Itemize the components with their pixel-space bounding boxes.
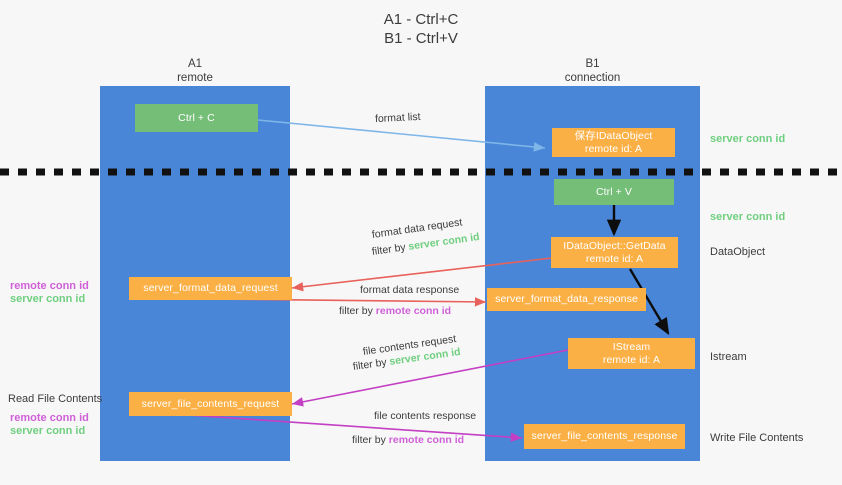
filter-prefix: filter by [339, 305, 376, 317]
lane-header-b1: B1 connection [564, 58, 621, 84]
filter-prefix: filter by [352, 434, 389, 446]
box-istream-line1: IStream [612, 340, 651, 353]
box-server-format-data-request[interactable]: server_format_data_request [129, 277, 292, 300]
edge-label-format-list: format list [374, 110, 421, 126]
edge-label-file-contents-response-filter: filter by remote conn id [352, 433, 464, 447]
box-server-file-contents-request[interactable]: server_file_contents_request [129, 392, 292, 416]
filter-value-remote-conn-id: remote conn id [388, 434, 465, 446]
box-server-format-data-response[interactable]: server_format_data_response [487, 288, 646, 311]
box-server-format-data-response-label: server_format_data_response [495, 293, 638, 305]
box-save-idataobject-line2: remote id: A [584, 142, 643, 155]
box-ctrl-v-label: Ctrl + V [595, 185, 633, 198]
right-label-istream: Istream [710, 351, 747, 363]
box-save-idataobject[interactable]: 保存IDataObject remote id: A [552, 128, 675, 157]
box-server-format-data-request-label: server_format_data_request [143, 282, 278, 294]
right-label-write-file-contents: Write File Contents [710, 432, 804, 444]
box-server-file-contents-response-label: server_file_contents_response [531, 430, 678, 442]
box-server-file-contents-response[interactable]: server_file_contents_response [524, 424, 685, 449]
left-label-remote-conn-id-upper: remote conn id [10, 280, 89, 292]
box-idataobject-getdata-line2: remote id: A [585, 252, 644, 265]
right-label-server-conn-id-top: server conn id [710, 133, 786, 145]
box-istream[interactable]: IStream remote id: A [568, 338, 695, 369]
box-idataobject-getdata[interactable]: IDataObject::GetData remote id: A [551, 237, 678, 268]
left-label-read-file-contents: Read File Contents [8, 393, 103, 405]
box-server-file-contents-request-label: server_file_contents_request [141, 397, 280, 410]
box-ctrl-c[interactable]: Ctrl + C [135, 104, 258, 132]
box-ctrl-v[interactable]: Ctrl + V [554, 179, 674, 205]
left-label-server-conn-id-lower: server conn id [10, 425, 86, 437]
filter-prefix: filter by [352, 355, 391, 373]
left-label-server-conn-id-upper: server conn id [10, 293, 86, 305]
lane-header-a1: A1 remote [177, 58, 213, 84]
right-label-dataobject: DataObject [710, 246, 766, 258]
edge-label-format-data-response-filter: filter by remote conn id [339, 304, 451, 318]
box-ctrl-c-label: Ctrl + C [178, 111, 215, 124]
edge-label-file-contents-response: file contents response [374, 410, 477, 422]
filter-prefix: filter by [371, 240, 410, 258]
right-label-server-conn-id-mid: server conn id [710, 211, 786, 223]
left-label-remote-conn-id-lower: remote conn id [10, 412, 89, 424]
edge-label-format-data-response: format data response [360, 284, 460, 296]
page-title: A1 - Ctrl+C B1 - Ctrl+V [383, 11, 459, 47]
box-save-idataobject-line1: 保存IDataObject [574, 129, 653, 142]
filter-value-remote-conn-id: remote conn id [375, 305, 452, 317]
box-istream-line2: remote id: A [602, 353, 661, 366]
box-idataobject-getdata-line1: IDataObject::GetData [563, 239, 666, 252]
